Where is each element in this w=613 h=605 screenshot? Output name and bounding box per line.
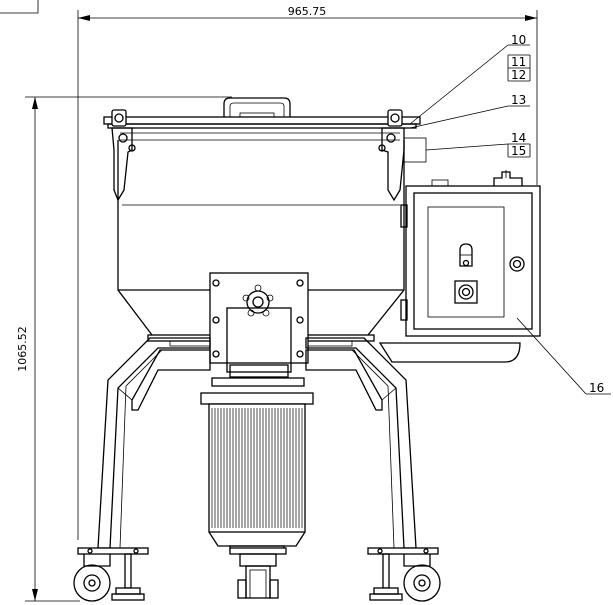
height-dimension-label: 1065.52: [16, 326, 29, 372]
callout-15: 15: [511, 144, 526, 158]
callout-14: 14: [511, 131, 526, 145]
title-block-fragment: [0, 0, 39, 14]
caster-right: [367, 547, 441, 602]
callout-13: 13: [511, 93, 526, 107]
electric-motor: [208, 403, 306, 553]
height-dimension: 1065.52: [16, 96, 232, 602]
width-dimension-label: 965.75: [288, 5, 327, 18]
callout-10: 10: [511, 33, 526, 47]
width-dimension: 965.75: [77, 5, 538, 540]
caster-center: [229, 547, 287, 599]
caster-left: [73, 547, 149, 602]
callout-leaders: [409, 44, 611, 395]
callout-12: 12: [511, 68, 526, 82]
control-box: [378, 170, 541, 363]
frame-leg-right: [305, 337, 417, 549]
callout-11: 11: [511, 55, 526, 69]
motor-mount-plate: [200, 272, 314, 405]
callout-16: 16: [589, 381, 604, 395]
left-lid-clamp: [111, 109, 136, 202]
frame-leg-left: [97, 337, 211, 549]
